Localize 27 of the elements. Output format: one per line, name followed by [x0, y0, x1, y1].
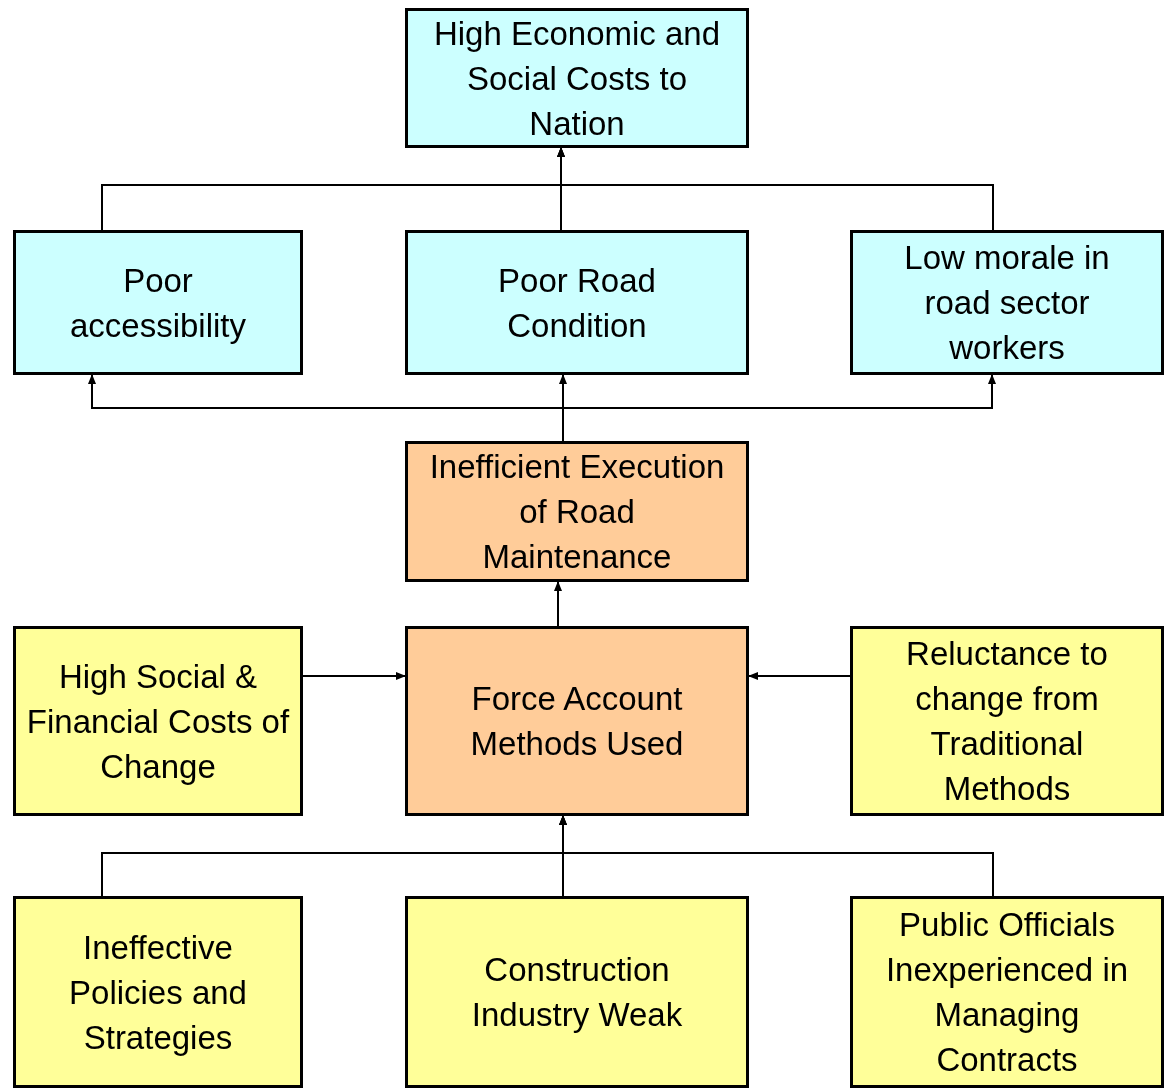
- box-label: Reluctance to change from Traditional Methods: [905, 634, 1109, 809]
- arrow: [559, 815, 994, 897]
- box-label: Ineffective Policies and Strategies: [68, 927, 248, 1058]
- box-label: Inefficient Execution of Road Maintenance: [428, 447, 726, 577]
- arrow: [557, 147, 994, 231]
- box-label: Poor Road Condition: [497, 260, 657, 346]
- process-box: [13, 230, 303, 375]
- box-label: High Social & Financial Costs of Change: [25, 656, 291, 787]
- process-box: [405, 626, 749, 816]
- arrow: [554, 581, 562, 627]
- process-box: [850, 230, 1164, 375]
- process-box: [13, 626, 303, 816]
- box-label: Low morale in road sector workers: [903, 238, 1111, 368]
- box-label: Force Account Methods Used: [469, 679, 685, 764]
- process-box: [13, 896, 303, 1088]
- process-box: [850, 626, 1164, 816]
- arrow: [302, 672, 406, 680]
- box-label: Poor accessibility: [68, 260, 248, 346]
- arrow: [748, 672, 851, 680]
- process-box: [405, 8, 749, 148]
- process-box: [405, 896, 749, 1088]
- box-label: High Economic and Social Costs to Nation: [432, 13, 722, 144]
- process-box: [405, 230, 749, 375]
- process-box: [405, 441, 749, 582]
- box-label: Construction Industry Weak: [470, 950, 684, 1035]
- process-box: [850, 896, 1164, 1088]
- box-label: Public Officials Inexperienced in Managing Contracts: [884, 905, 1130, 1080]
